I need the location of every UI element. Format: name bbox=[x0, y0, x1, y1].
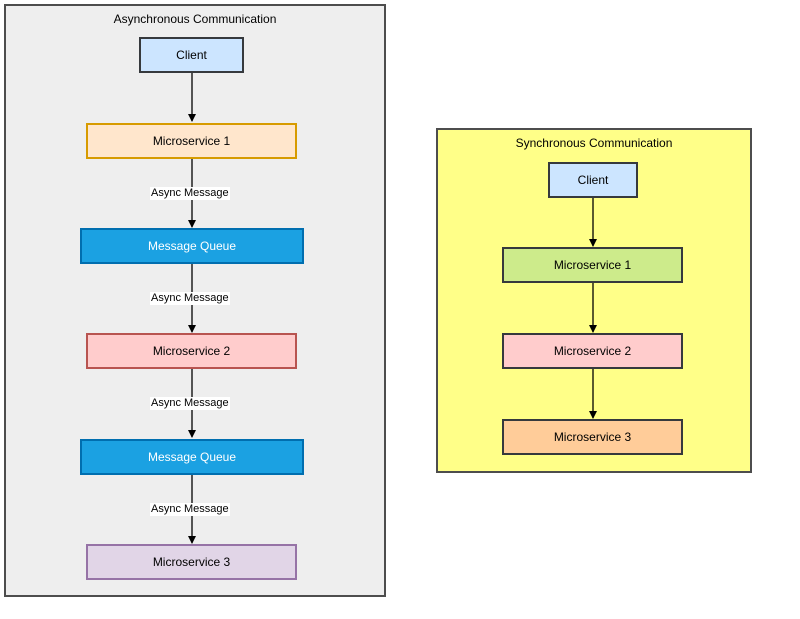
async-microservice-3-node: Microservice 3 bbox=[86, 544, 297, 580]
async-message-queue-2-node: Message Queue bbox=[80, 439, 304, 475]
sync-microservice-3-node: Microservice 3 bbox=[502, 419, 683, 455]
sync-client-node: Client bbox=[548, 162, 638, 198]
async-client-node: Client bbox=[139, 37, 244, 73]
async-edge-label: Async Message bbox=[150, 187, 230, 200]
async-microservice-2-node: Microservice 2 bbox=[86, 333, 297, 369]
async-edge-label: Async Message bbox=[150, 503, 230, 516]
async-microservice-1-node: Microservice 1 bbox=[86, 123, 297, 159]
async-panel-title: Asynchronous Communication bbox=[113, 12, 277, 26]
async-edge-label: Async Message bbox=[150, 397, 230, 410]
sync-panel-title: Synchronous Communication bbox=[515, 136, 673, 150]
sync-microservice-2-node: Microservice 2 bbox=[502, 333, 683, 369]
async-edge-label: Async Message bbox=[150, 292, 230, 305]
sync-microservice-1-node: Microservice 1 bbox=[502, 247, 683, 283]
async-message-queue-1-node: Message Queue bbox=[80, 228, 304, 264]
